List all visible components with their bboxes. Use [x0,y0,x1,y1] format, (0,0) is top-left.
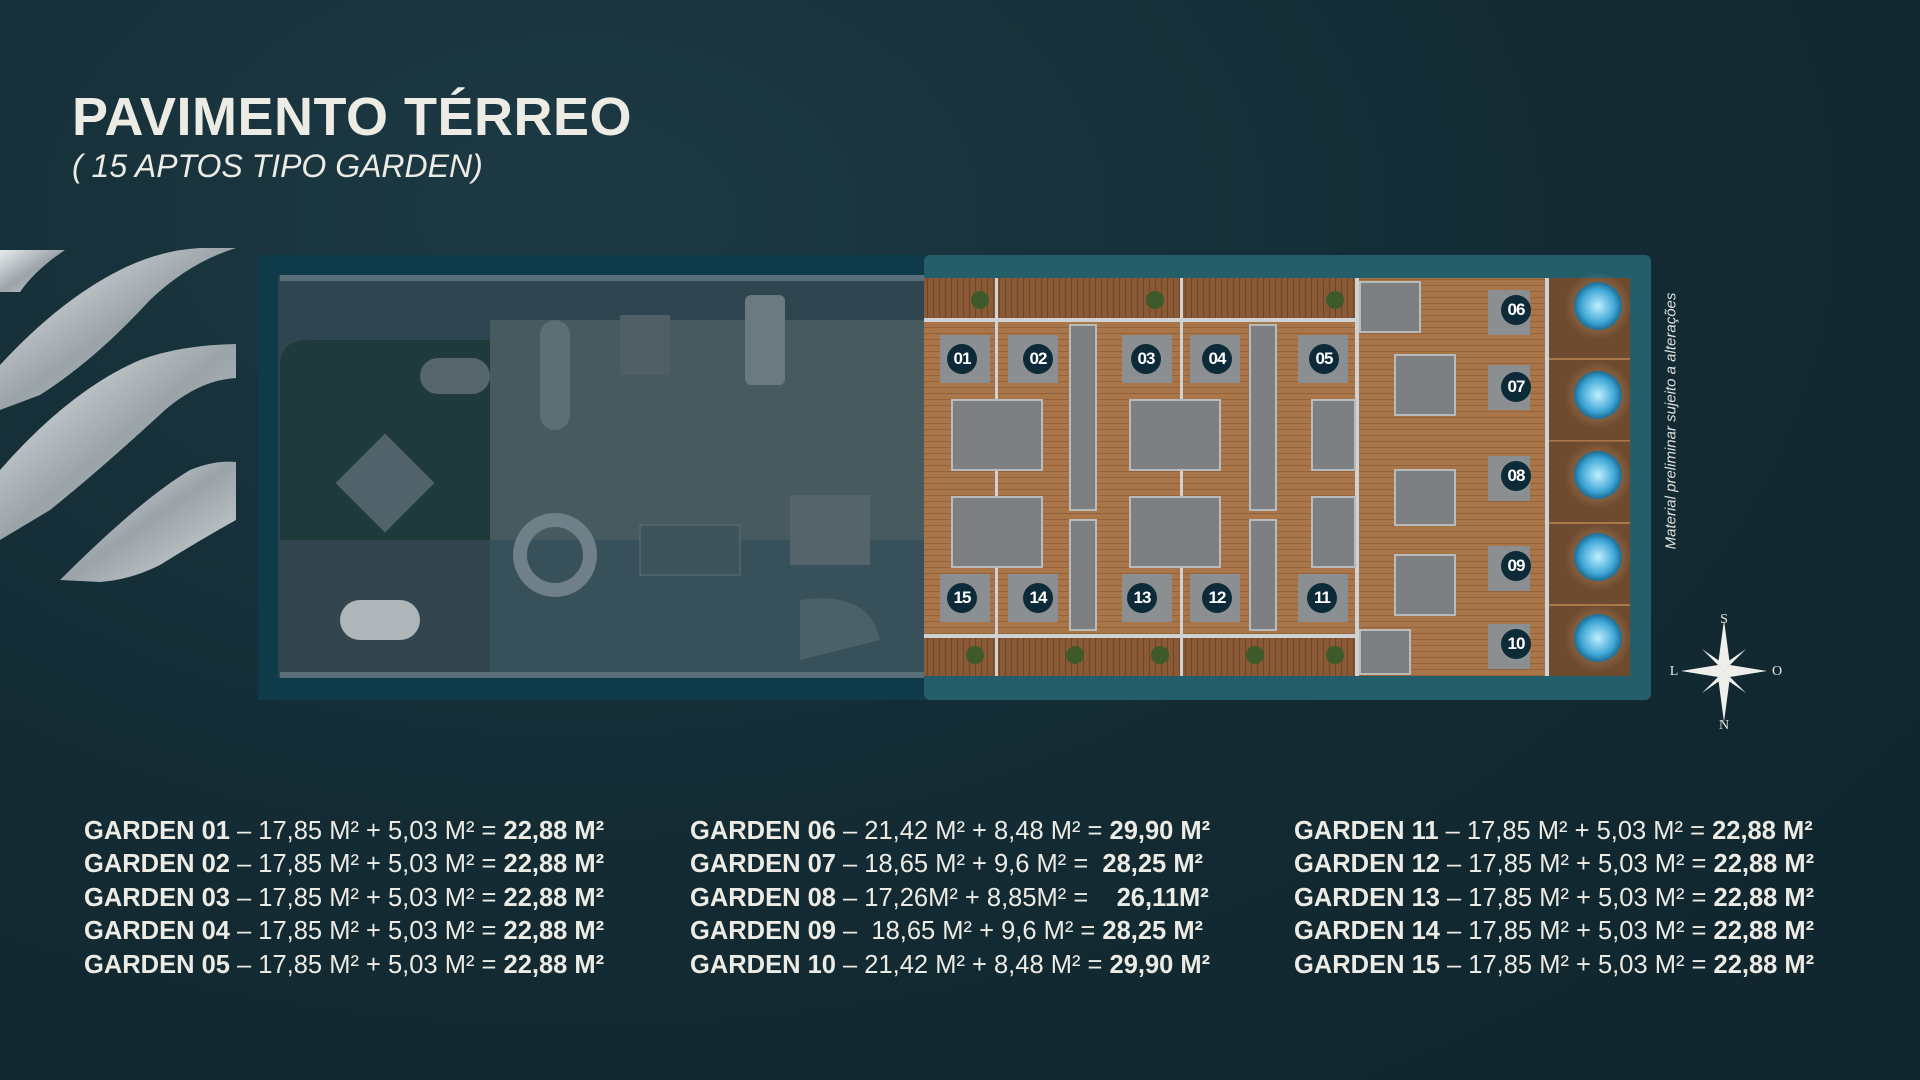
unit-label[interactable]: 11 [1307,583,1337,613]
unit-label[interactable]: 03 [1131,344,1161,374]
garden-area-row: GARDEN 01 – 17,85 M² + 5,03 M² = 22,88 M… [84,815,604,848]
garden-area-row: GARDEN 11 – 17,85 M² + 5,03 M² = 22,88 M… [1294,815,1814,848]
garden-area-row: GARDEN 05 – 17,85 M² + 5,03 M² = 22,88 M… [84,949,604,982]
unit-label[interactable]: 14 [1023,583,1053,613]
garden-list-2: GARDEN 06 – 21,42 M² + 8,48 M² = 29,90 M… [690,815,1210,982]
garden-formula: – 17,26M² + 8,85M² = [835,883,1117,912]
jacuzzi-icon [1574,451,1622,499]
garden-total: 22,88 M² [503,917,605,946]
common-area [278,275,924,678]
garden-total: 26,11M² [1116,883,1209,912]
compass-south: S [1720,612,1728,627]
jacuzzi-icon [1574,533,1622,581]
garden-area-row: GARDEN 04 – 17,85 M² + 5,03 M² = 22,88 M… [84,915,604,948]
garden-area-row: GARDEN 13 – 17,85 M² + 5,03 M² = 22,88 M… [1294,882,1814,915]
garden-area-row: GARDEN 09 – 18,65 M² + 9,6 M² = 28,25 M² [690,915,1210,948]
disclaimer-note: Material preliminar sujeito a alterações [1662,292,1680,550]
unit-label[interactable]: 07 [1501,372,1531,402]
garden-name: GARDEN 14 [1294,917,1440,946]
unit-label[interactable]: 12 [1202,583,1232,613]
page-subtitle: ( 15 APTOS TIPO GARDEN) [72,148,483,184]
garden-area-row: GARDEN 14 – 17,85 M² + 5,03 M² = 22,88 M… [1294,915,1814,948]
garden-total: 22,88 M² [503,817,605,845]
garden-name: GARDEN 12 [1294,850,1440,879]
garden-name: GARDEN 13 [1294,883,1440,912]
garden-name: GARDEN 05 [84,950,230,979]
garden-formula: – 21,42 M² + 8,48 M² = [835,817,1110,845]
garden-formula: – 17,85 M² + 5,03 M² = [1439,883,1714,912]
car-icon [340,600,420,640]
garden-name: GARDEN 07 [690,850,836,879]
garden-formula: – 17,85 M² + 5,03 M² = [229,950,504,979]
garden-formula: – 21,42 M² + 8,48 M² = [835,950,1110,979]
page-title: PAVIMENTO TÉRREO [72,87,633,147]
jacuzzi-icon [1574,614,1622,662]
garden-formula: – 18,65 M² + 9,6 M² = [835,917,1103,946]
garden-total: 28,25 M² [1102,917,1204,946]
garden-formula: – 17,85 M² + 5,03 M² = [229,917,504,946]
garden-area-row: GARDEN 06 – 21,42 M² + 8,48 M² = 29,90 M… [690,815,1210,848]
garden-formula: – 17,85 M² + 5,03 M² = [229,883,504,912]
garden-total: 29,90 M² [1109,817,1211,845]
garden-total: 22,88 M² [1713,950,1815,979]
garden-formula: – 18,65 M² + 9,6 M² = [835,850,1103,879]
unit-label[interactable]: 08 [1501,461,1531,491]
jacuzzi-icon [1574,282,1622,330]
unit-label[interactable]: 01 [947,344,977,374]
garden-name: GARDEN 01 [84,817,230,845]
unit-label[interactable]: 06 [1501,295,1531,325]
garden-total: 22,88 M² [1712,817,1813,845]
garden-area-row: GARDEN 02 – 17,85 M² + 5,03 M² = 22,88 M… [84,848,604,881]
garden-total: 22,88 M² [1713,917,1815,946]
garden-area-row: GARDEN 03 – 17,85 M² + 5,03 M² = 22,88 M… [84,882,604,915]
garden-total: 22,88 M² [503,850,605,879]
garden-area-row: GARDEN 10 – 21,42 M² + 8,48 M² = 29,90 M… [690,949,1210,982]
compass-east: L [1669,664,1679,679]
garden-area-row: GARDEN 08 – 17,26M² + 8,85M² = 26,11M² [690,882,1210,915]
garden-list-1: GARDEN 01 – 17,85 M² + 5,03 M² = 22,88 M… [84,815,604,982]
unit-label[interactable]: 04 [1202,344,1232,374]
garden-total: 28,25 M² [1102,850,1204,879]
unit-label[interactable]: 09 [1501,551,1531,581]
jacuzzi-icon [1574,371,1622,419]
garden-name: GARDEN 06 [690,817,836,845]
unit-label[interactable]: 13 [1127,583,1157,613]
garden-formula: – 17,85 M² + 5,03 M² = [229,817,504,845]
garden-name: GARDEN 09 [690,917,836,946]
garden-total: 22,88 M² [1713,850,1815,879]
garden-area-row: GARDEN 15 – 17,85 M² + 5,03 M² = 22,88 M… [1294,949,1814,982]
garden-total: 29,90 M² [1109,950,1211,979]
garden-list-3: GARDEN 11 – 17,85 M² + 5,03 M² = 22,88 M… [1294,815,1814,982]
units-area [924,272,1632,676]
garden-name: GARDEN 04 [84,917,230,946]
unit-label[interactable]: 15 [947,583,977,613]
compass-icon [1681,620,1767,722]
garden-area-row: GARDEN 07 – 18,65 M² + 9,6 M² = 28,25 M² [690,848,1210,881]
garden-name: GARDEN 11 [1294,817,1439,845]
unit-label[interactable]: 05 [1309,344,1339,374]
garden-formula: – 17,85 M² + 5,03 M² = [1439,850,1714,879]
garden-formula: – 17,85 M² + 5,03 M² = [229,850,504,879]
garden-total: 22,88 M² [1713,883,1815,912]
unit-label[interactable]: 10 [1501,629,1531,659]
garden-total: 22,88 M² [503,883,605,912]
garden-area-row: GARDEN 12 – 17,85 M² + 5,03 M² = 22,88 M… [1294,848,1814,881]
garden-name: GARDEN 02 [84,850,230,879]
garden-total: 22,88 M² [503,950,605,979]
garden-formula: – 17,85 M² + 5,03 M² = [1439,917,1714,946]
garden-formula: – 17,85 M² + 5,03 M² = [1439,950,1714,979]
garden-name: GARDEN 08 [690,883,836,912]
garden-formula: – 17,85 M² + 5,03 M² = [1438,817,1713,845]
logo-waves [0,248,236,582]
garden-name: GARDEN 15 [1294,950,1440,979]
garden-name: GARDEN 03 [84,883,230,912]
compass-north: N [1718,718,1730,733]
unit-label[interactable]: 02 [1023,344,1053,374]
garden-name: GARDEN 10 [690,950,836,979]
compass-west: O [1771,664,1783,679]
